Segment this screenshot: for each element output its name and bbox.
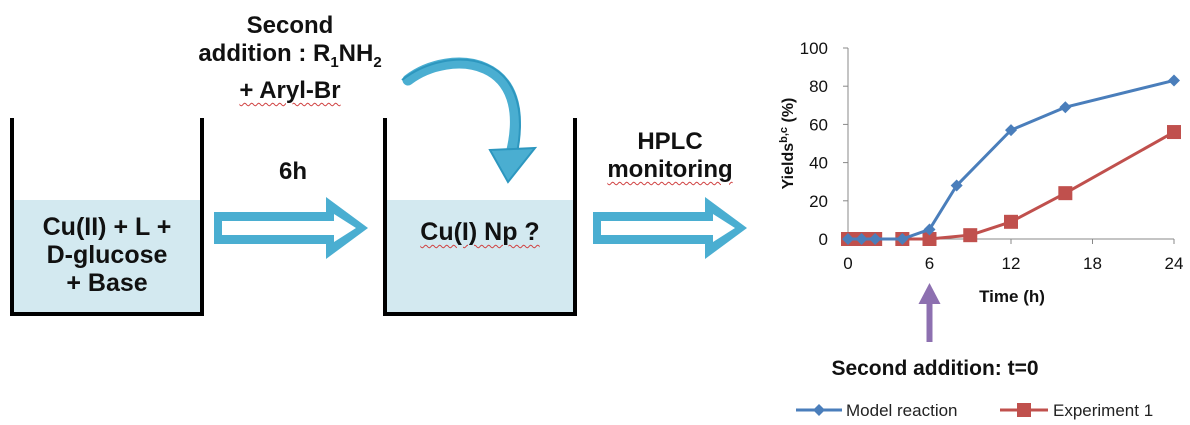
legend-label-exp: Experiment 1 [1053,401,1153,420]
data-point [842,233,854,245]
data-point [963,228,978,243]
y-tick-label: 0 [819,230,828,249]
beaker2 [383,118,577,316]
x-tick-label: 18 [1083,254,1102,273]
data-point [923,223,936,236]
right-arrow-icon [593,197,747,259]
data-point [869,233,882,245]
y-tick-label: 80 [809,77,828,96]
data-point [896,233,909,245]
legend-marker-model [813,404,825,416]
data-point [1167,125,1181,140]
arrow1-label: 6h [278,158,307,185]
y-tick-label: 60 [809,115,828,134]
x-tick-label: 12 [1002,254,1021,273]
data-point [1058,186,1073,201]
beaker1 [10,118,204,316]
data-point [1004,214,1018,229]
hplc-label: HPLC monitoring [607,128,733,183]
y-tick-label: 40 [809,154,828,173]
beaker2-liquid [387,200,573,312]
second-addition-label: Second addition : R1NH2 + Aryl-Br [170,12,410,105]
second-addition-line3: + Aryl-Br [239,76,341,104]
x-axis-label: Time (h) [979,287,1045,306]
up-arrow-icon [918,283,941,304]
legend-label-model: Model reaction [846,401,958,420]
y-tick-label: 100 [800,39,828,58]
beaker1-liquid [14,200,200,312]
annotation-label: Second addition: t=0 [831,357,1038,380]
second-addition-line1: Second [246,12,334,39]
data-point [1005,124,1017,137]
data-point [855,233,868,245]
curved-arrow-icon [401,57,538,184]
y-tick-label: 20 [809,192,828,211]
beaker1-label: Cu(II) + L + D-glucose + Base [42,213,172,297]
right-arrow-icon [214,197,368,259]
x-tick-label: 0 [843,254,852,273]
y-axis-label: Yieldsb,c (%) [778,98,797,190]
data-point [922,232,937,246]
data-point [1059,101,1072,114]
second-addition-line2: addition : R1NH2 [198,40,382,71]
data-point [950,179,963,192]
x-tick-label: 24 [1165,254,1184,273]
data-point [1168,74,1180,87]
legend-marker-exp [1017,403,1031,417]
beaker2-label: Cu(I) Np ? [420,218,540,246]
x-tick-label: 6 [925,254,934,273]
